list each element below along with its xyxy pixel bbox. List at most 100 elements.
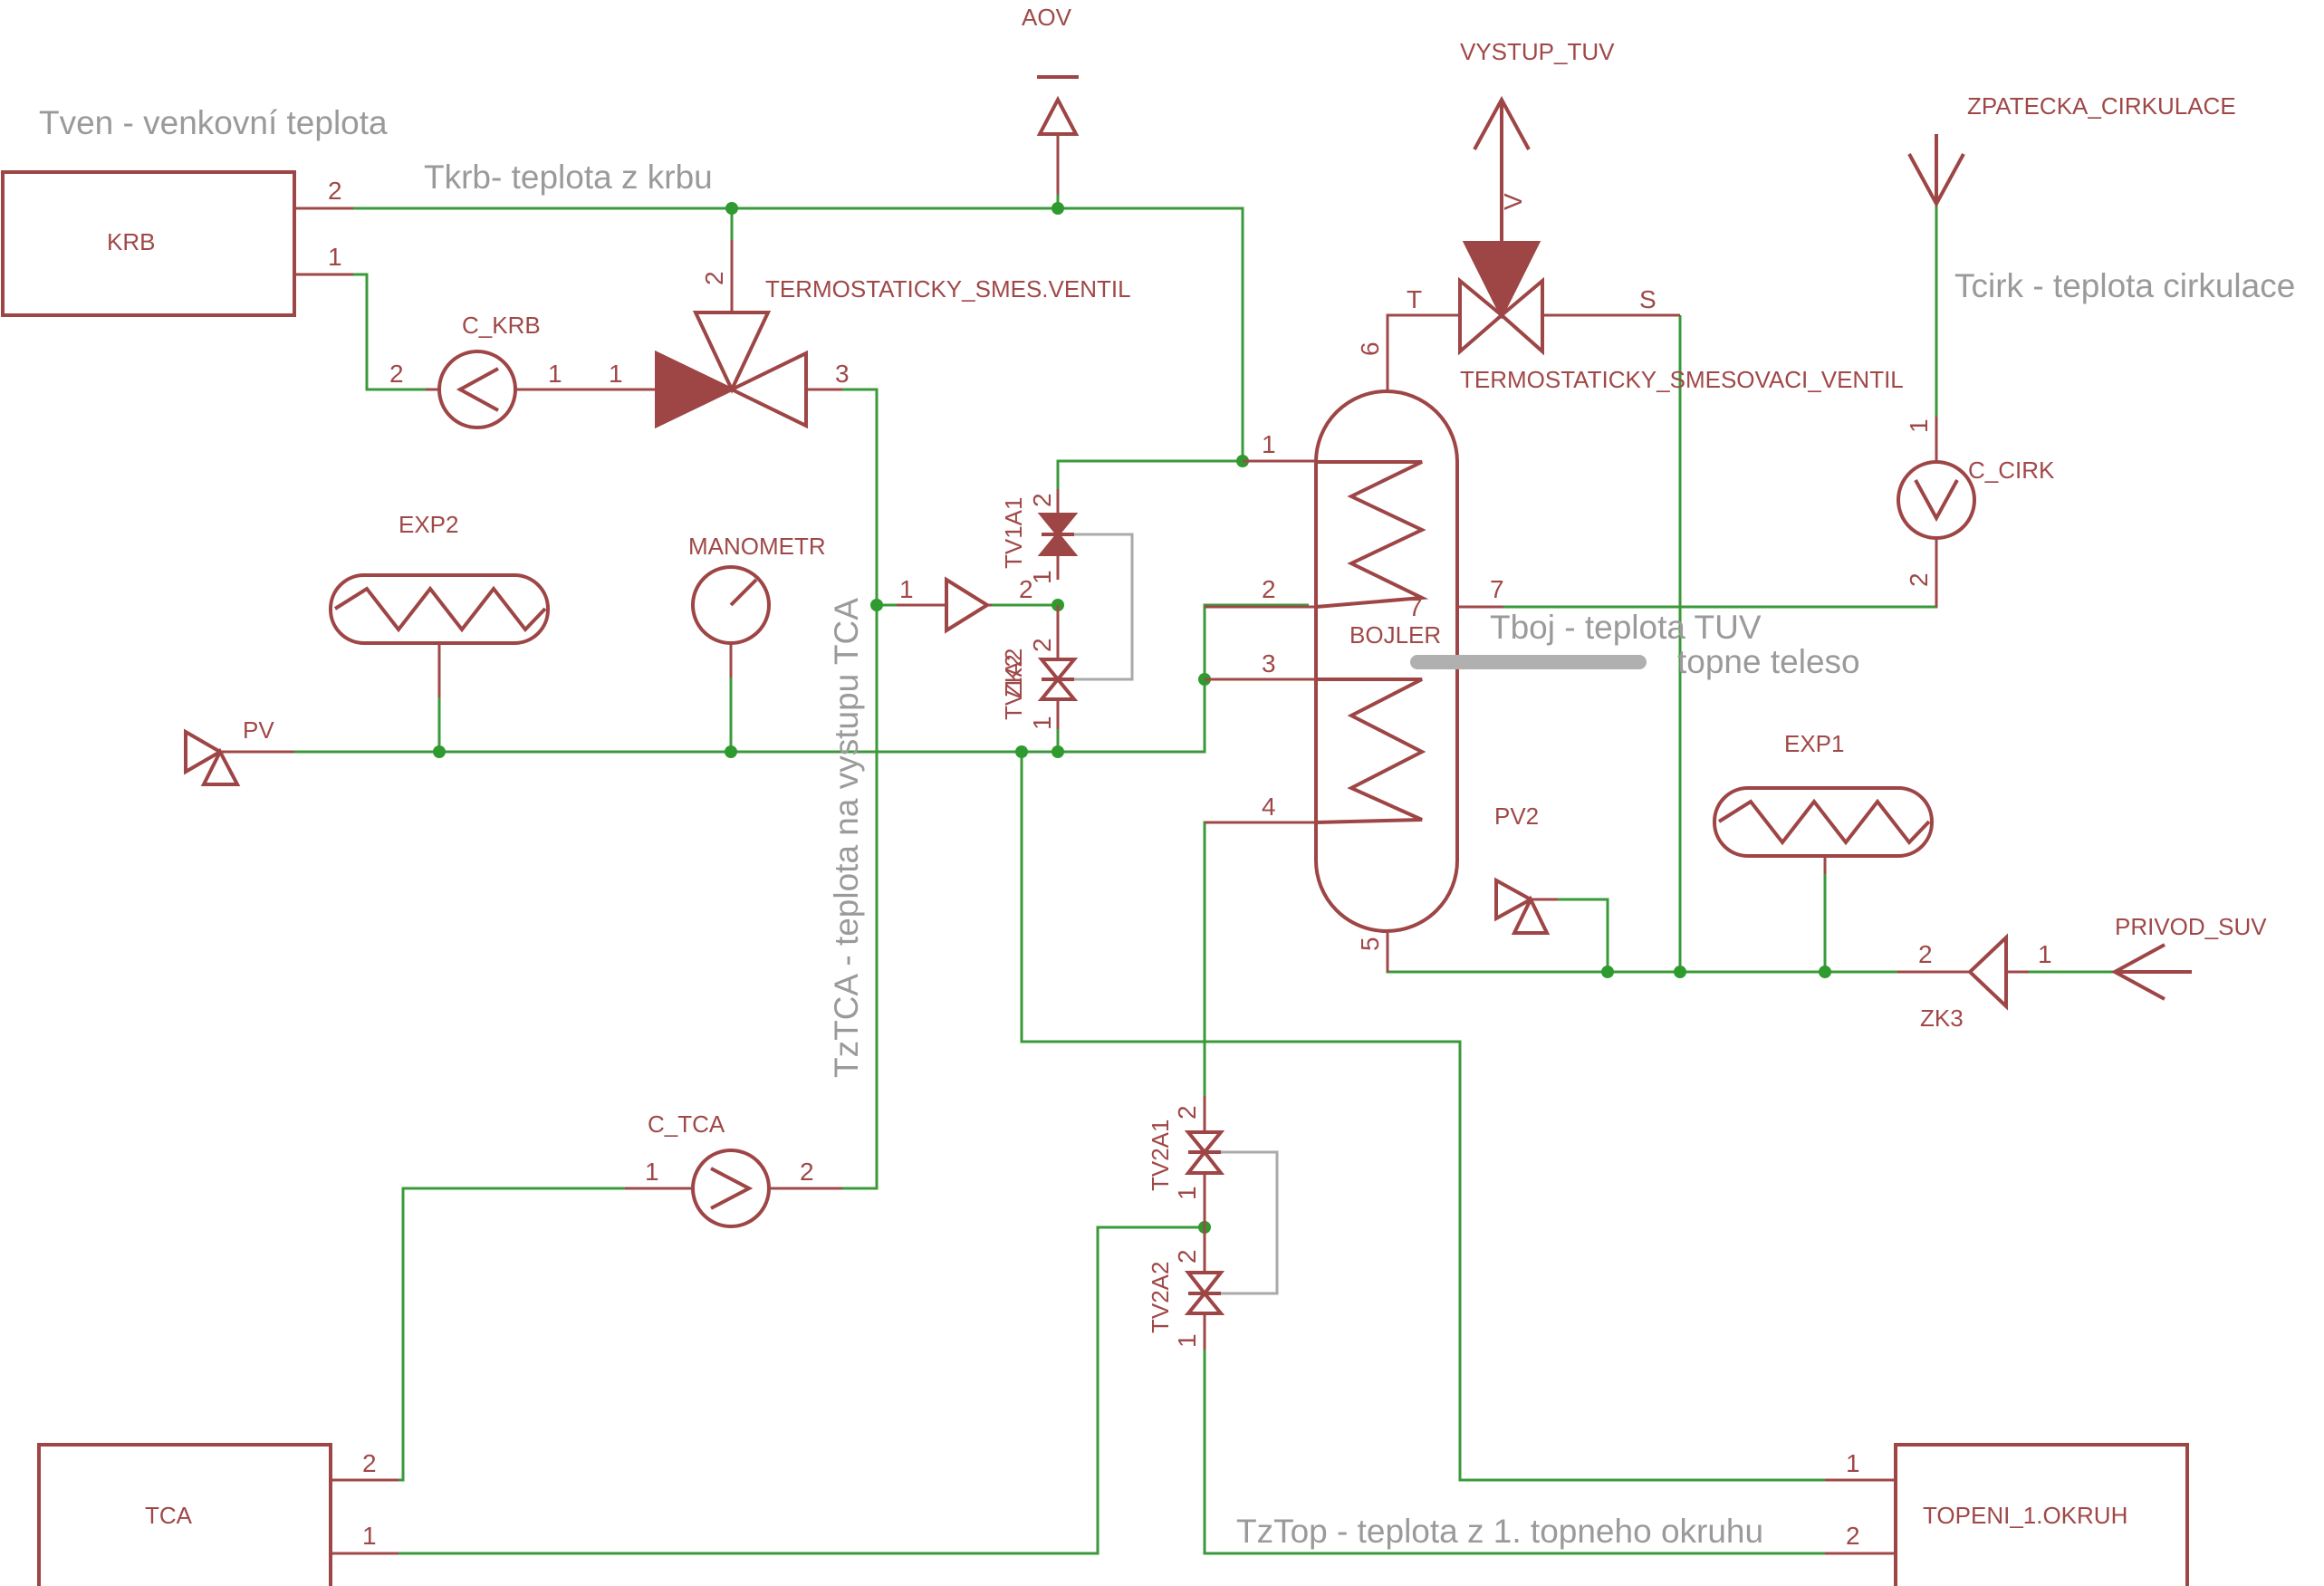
- wire-tv1-up: [1056, 459, 1243, 489]
- krb-rect: [1, 170, 296, 317]
- tv1a2-top: [1037, 658, 1079, 683]
- tca-pin1: 1: [362, 1522, 377, 1550]
- tv2a1-pin1: 1: [1173, 1186, 1201, 1200]
- pump-arrow-right-icon: [710, 1167, 754, 1210]
- krb-pin2: 2: [328, 177, 342, 205]
- junction-pv2: [1601, 966, 1614, 978]
- wire-pv2: [1558, 898, 1609, 972]
- pv-triangle: [184, 728, 224, 775]
- tsv1-outlet: [727, 350, 808, 429]
- junction-manometr: [725, 745, 737, 758]
- zk3-privod: 2 1 ZK3 PRIVOD_SUV: [1897, 913, 2267, 1032]
- bojler-pin3: 3: [1262, 649, 1276, 678]
- zpatecka-label: ZPATECKA_CIRKULACE: [1967, 92, 2236, 120]
- tv2a1-top: [1184, 1130, 1225, 1156]
- junction-exp2: [433, 745, 446, 758]
- tv1a2-bottom: [1037, 676, 1079, 701]
- c-tca-pin2: 2: [800, 1158, 814, 1186]
- junction-tzTCA: [870, 599, 883, 611]
- bojler-pin2: 2: [1262, 575, 1276, 603]
- exp2-label: EXP2: [399, 511, 459, 538]
- exp1-label: EXP1: [1784, 730, 1845, 757]
- junction-tv1-bottom: [1052, 745, 1064, 758]
- tca-pin2: 2: [362, 1449, 377, 1477]
- tsv2-top-filled: [1462, 241, 1541, 320]
- junction-topeni-branch: [1015, 745, 1028, 758]
- bojler-body: [1314, 389, 1459, 933]
- tv2a1-pin2: 2: [1173, 1105, 1201, 1120]
- privod-label: PRIVOD_SUV: [2115, 913, 2267, 940]
- tsv2-label: TERMOSTATICKY_SMESOVACI_VENTIL: [1460, 366, 1904, 393]
- topeni-block: TOPENI_1.OKRUH 1 2: [1825, 1443, 2189, 1586]
- junction-tsv1: [725, 202, 738, 215]
- annotation-tztca: TzTCA - teplota na vystupu TCA: [828, 598, 865, 1078]
- junction-tsv2s: [1674, 966, 1686, 978]
- tv2a2-pin2: 2: [1173, 1249, 1201, 1264]
- vystup-tuv-label: VYSTUP_TUV: [1460, 38, 1615, 65]
- manometr-label: MANOMETR: [688, 533, 826, 560]
- tv2a1-bottom: [1184, 1149, 1225, 1175]
- annotation-tztop: TzTop - teplota z 1. topneho okruhu: [1236, 1513, 1763, 1550]
- c-tca-pump: C_TCA 1 2: [625, 1110, 842, 1228]
- wire-cirk: [1503, 553, 1938, 609]
- zk3-pin1: 1: [2038, 940, 2052, 968]
- pv2-triangle: [1494, 877, 1535, 922]
- tv1-link: [1074, 533, 1134, 681]
- tv1a2-pin1: 1: [1028, 716, 1056, 730]
- tv2a2-pin1: 1: [1173, 1333, 1201, 1348]
- exp1-tank: EXP1: [1713, 730, 1934, 874]
- bojler-pin5: 5: [1356, 937, 1384, 951]
- tv1a2-label: TV1A2: [1000, 649, 1027, 721]
- pump-tca-circle: [691, 1149, 771, 1228]
- pv2-label: PV2: [1494, 803, 1539, 830]
- tv1-valves: TV1A1 TV1A2 2 1 2 1: [1000, 489, 1134, 730]
- pv-valve: PV: [184, 716, 294, 786]
- pump-cirk-circle: [1897, 460, 1976, 540]
- zk2-check-valve: 1 2 ZK2: [897, 575, 1033, 697]
- tv2a2-top: [1184, 1271, 1225, 1297]
- tv1a1-pin2: 2: [1028, 493, 1056, 507]
- manometr-gauge: MANOMETR: [688, 533, 826, 678]
- c-krb-label: C_KRB: [462, 312, 541, 339]
- tsv2-valve: VYSTUP_TUV V T S TERMOSTATICKY_SMESOVACI…: [1386, 38, 1904, 393]
- c-krb-pin1: 1: [548, 360, 562, 388]
- zk3-triangle: [1967, 933, 2008, 1011]
- zpatecka-arrow-down-icon: [1907, 153, 1965, 208]
- zk3-pin2: 2: [1918, 940, 1933, 968]
- zk2-pin1: 1: [899, 575, 914, 603]
- tv1a2-pin2: 2: [1028, 638, 1056, 652]
- tsv1-label: TERMOSTATICKY_SMES.VENTIL: [765, 275, 1131, 303]
- wire-bojler-pin5: [1386, 933, 1897, 974]
- krb-block: KRB 2 1: [1, 170, 353, 317]
- wire-bojler-pin4: [1203, 821, 1309, 1096]
- topeni-label: TOPENI_1.OKRUH: [1923, 1502, 2127, 1529]
- tsv1-pin2: 2: [700, 271, 728, 285]
- tv1a1-bottom: [1037, 531, 1079, 556]
- tv2a1-label: TV2A1: [1147, 1120, 1174, 1192]
- topeni-rect: [1894, 1443, 2189, 1586]
- tsv1-top: [692, 311, 772, 394]
- topeni-pin1: 1: [1846, 1449, 1860, 1477]
- annotation-tkrb: Tkrb- teplota z krbu: [424, 159, 713, 196]
- tca-label: TCA: [145, 1502, 193, 1529]
- c-krb-pump: C_KRB 2 1 1: [389, 312, 657, 429]
- zk2-label: ZK2: [1000, 654, 1027, 697]
- c-krb-pin2: 2: [389, 360, 404, 388]
- krb-pin1: 1: [328, 243, 342, 271]
- tsv1-pin1: 1: [609, 360, 623, 388]
- pv-label: PV: [243, 716, 274, 744]
- wire-tsv1-pin3: [842, 388, 879, 1190]
- coil-lower: [1315, 678, 1426, 824]
- cirk-section: ZPATECKA_CIRKULACE C_CIRK 1 2: [1897, 92, 2236, 607]
- tca-block: TCA 2 1: [37, 1443, 399, 1586]
- tv2-link: [1221, 1150, 1279, 1295]
- tv1a1-label: TV1A1: [1000, 497, 1027, 570]
- tv2a2-bottom: [1184, 1290, 1225, 1315]
- annotation-tcirk: Tcirk - teplota cirkulace: [1954, 267, 2295, 304]
- wire-tv2-bottom: [1203, 1350, 1825, 1555]
- tv1a1-pin1: 1: [1028, 570, 1056, 584]
- bojler-label: BOJLER: [1349, 621, 1441, 649]
- tsv2-pin-t: T: [1407, 285, 1422, 313]
- bojler-pin7: 7: [1490, 575, 1504, 603]
